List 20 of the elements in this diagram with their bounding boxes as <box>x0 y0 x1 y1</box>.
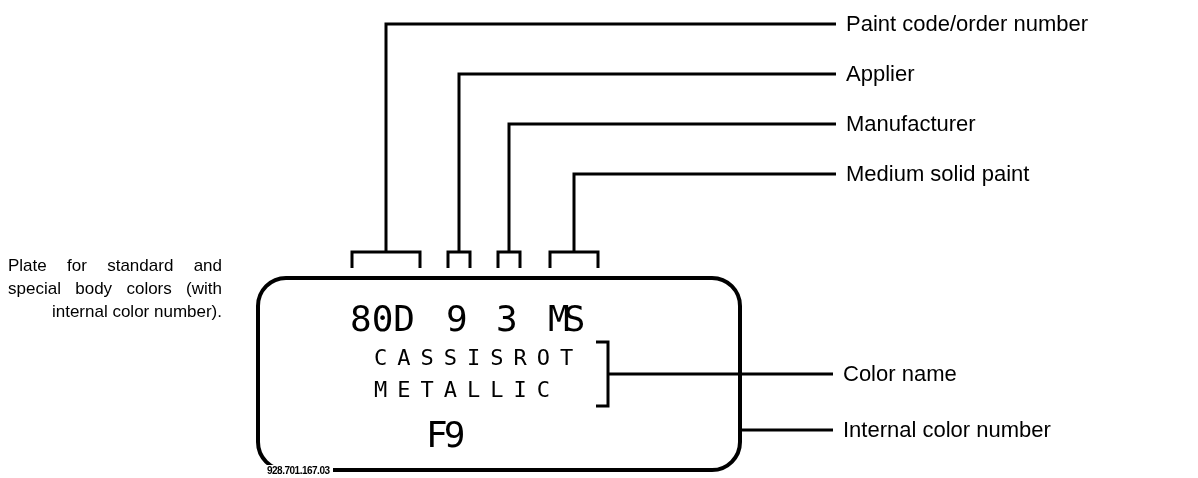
plate-inscription: 9 <box>446 298 472 340</box>
plate-inscription: F9 <box>426 414 476 456</box>
leader-line <box>548 172 838 270</box>
callout-label: Applier <box>846 60 1046 88</box>
plate-inscription: CASSISROT METALLIC <box>374 342 596 406</box>
leader-line <box>496 122 838 270</box>
leader-line <box>594 340 835 408</box>
callout-label: Medium solid paint <box>846 160 1106 188</box>
part-number: 928.701.167.03 <box>264 465 333 477</box>
leader-line <box>350 22 838 270</box>
leader-line <box>446 72 838 270</box>
plate-inscription: 80D <box>350 298 422 340</box>
callout-label: Color name <box>843 360 1043 388</box>
leader-line <box>742 428 833 432</box>
callout-label: Paint code/order number <box>846 10 1166 38</box>
callout-label: Internal color number <box>843 416 1143 444</box>
plate-inscription: MS <box>548 298 600 340</box>
plate-inscription: 3 <box>496 298 522 340</box>
callout-label: Manufacturer <box>846 110 1046 138</box>
plate-caption: Plate for standard and special body colors (with internal color number). <box>8 255 222 323</box>
